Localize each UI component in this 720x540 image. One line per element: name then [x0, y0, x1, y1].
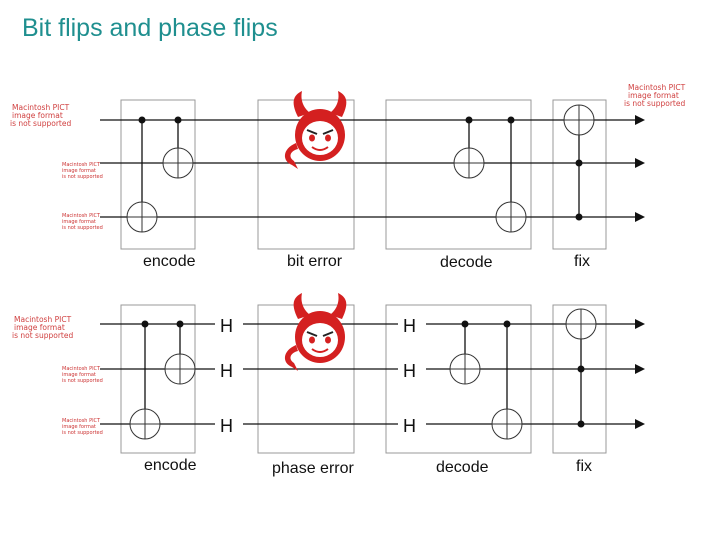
top-encode-control-2	[174, 116, 182, 124]
top-circuit: encode bit error decode fix	[100, 99, 645, 271]
top-fix-target	[563, 104, 595, 136]
bottom-circuit: H H H H H H	[100, 304, 645, 477]
svg-text:Macintosh PICT: Macintosh PICT	[14, 315, 72, 324]
svg-text:H: H	[403, 316, 416, 336]
svg-text:H: H	[220, 416, 233, 436]
pict-placeholder-top-low: Macintosh PICT image format is not suppo…	[62, 213, 103, 231]
bottom-decode-control-2	[503, 320, 511, 328]
top-error-label: bit error	[287, 253, 343, 270]
svg-text:image format: image format	[12, 111, 63, 120]
top-encode-target-2	[162, 147, 194, 179]
bottom-fix-label: fix	[576, 458, 592, 475]
h-gate-right-1: H	[398, 312, 426, 336]
bottom-fix-control-2	[577, 420, 585, 428]
bottom-error-label: phase error	[272, 460, 354, 477]
bottom-fix-box	[552, 304, 607, 454]
top-decode-control-1	[465, 116, 473, 124]
bottom-decode-box	[385, 304, 532, 454]
svg-text:H: H	[403, 361, 416, 381]
top-arrow-1	[635, 115, 645, 125]
bottom-decode-label: decode	[436, 459, 489, 476]
h-gate-left-2: H	[215, 357, 243, 381]
svg-text:is not supported: is not supported	[10, 119, 71, 128]
top-decode-box	[385, 99, 532, 250]
svg-text:H: H	[220, 361, 233, 381]
top-decode-label: decode	[440, 254, 493, 271]
svg-text:image format: image format	[62, 372, 96, 378]
h-gate-right-2: H	[398, 357, 426, 381]
top-fix-box	[552, 99, 607, 250]
bottom-encode-control-1	[141, 320, 149, 328]
top-decode-control-2	[507, 116, 515, 124]
svg-text:image format: image format	[14, 323, 65, 332]
top-decode-target-1	[453, 147, 485, 179]
top-encode-box	[120, 99, 196, 250]
pict-placeholder-top-left: Macintosh PICT image format is not suppo…	[10, 103, 71, 128]
svg-text:is not supported: is not supported	[62, 430, 103, 436]
bottom-decode-control-1	[461, 320, 469, 328]
svg-text:Macintosh PICT: Macintosh PICT	[62, 418, 101, 424]
bottom-arrow-1	[635, 319, 645, 329]
svg-text:H: H	[403, 416, 416, 436]
top-fix-label: fix	[574, 253, 590, 270]
svg-text:image format: image format	[62, 168, 96, 174]
top-fix-control-1	[575, 159, 583, 167]
devil-icon	[284, 91, 347, 169]
bottom-decode-target-1	[449, 353, 481, 385]
pict-placeholder-bottom-mid: Macintosh PICT image format is not suppo…	[62, 366, 103, 384]
svg-text:is not supported: is not supported	[62, 378, 103, 384]
svg-text:H: H	[220, 316, 233, 336]
svg-text:Macintosh PICT: Macintosh PICT	[628, 83, 686, 92]
svg-text:image format: image format	[62, 219, 96, 225]
svg-text:image format: image format	[628, 91, 679, 100]
svg-text:Macintosh PICT: Macintosh PICT	[62, 213, 101, 219]
top-encode-label: encode	[143, 253, 196, 270]
svg-text:is not supported: is not supported	[624, 99, 685, 108]
pict-placeholder-top-right: Macintosh PICT image format is not suppo…	[624, 83, 686, 108]
pict-placeholder-bottom-low: Macintosh PICT image format is not suppo…	[62, 418, 103, 436]
bottom-fix-target	[565, 308, 597, 340]
bottom-decode-target-2	[491, 408, 523, 440]
svg-text:image format: image format	[62, 424, 96, 430]
svg-text:Macintosh PICT: Macintosh PICT	[62, 366, 101, 372]
bottom-encode-target-2	[164, 353, 196, 385]
pict-placeholder-top-mid: Macintosh PICT image format is not suppo…	[62, 162, 103, 180]
pict-placeholder-bottom-left: Macintosh PICT image format is not suppo…	[12, 315, 73, 340]
page-title: Bit flips and phase flips	[22, 14, 278, 42]
bottom-encode-label: encode	[144, 457, 197, 474]
svg-text:is not supported: is not supported	[12, 331, 73, 340]
top-arrow-2	[635, 158, 645, 168]
bottom-arrow-2	[635, 364, 645, 374]
h-gate-left-3: H	[215, 412, 243, 436]
h-gate-left-1: H	[215, 312, 243, 336]
top-encode-control-1	[138, 116, 146, 124]
bottom-encode-target-1	[129, 408, 161, 440]
bottom-fix-control-1	[577, 365, 585, 373]
svg-text:is not supported: is not supported	[62, 225, 103, 231]
bottom-arrow-3	[635, 419, 645, 429]
bottom-encode-control-2	[176, 320, 184, 328]
bottom-error-box	[257, 304, 355, 454]
svg-text:Macintosh PICT: Macintosh PICT	[12, 103, 70, 112]
svg-text:Macintosh PICT: Macintosh PICT	[62, 162, 101, 168]
devil-icon	[284, 293, 347, 371]
bottom-encode-box	[120, 304, 196, 454]
top-fix-control-2	[575, 213, 583, 221]
top-encode-target-1	[126, 201, 158, 233]
h-gate-right-3: H	[398, 412, 426, 436]
top-decode-target-2	[495, 201, 527, 233]
top-error-box	[257, 99, 355, 250]
svg-text:is not supported: is not supported	[62, 174, 103, 180]
top-arrow-3	[635, 212, 645, 222]
